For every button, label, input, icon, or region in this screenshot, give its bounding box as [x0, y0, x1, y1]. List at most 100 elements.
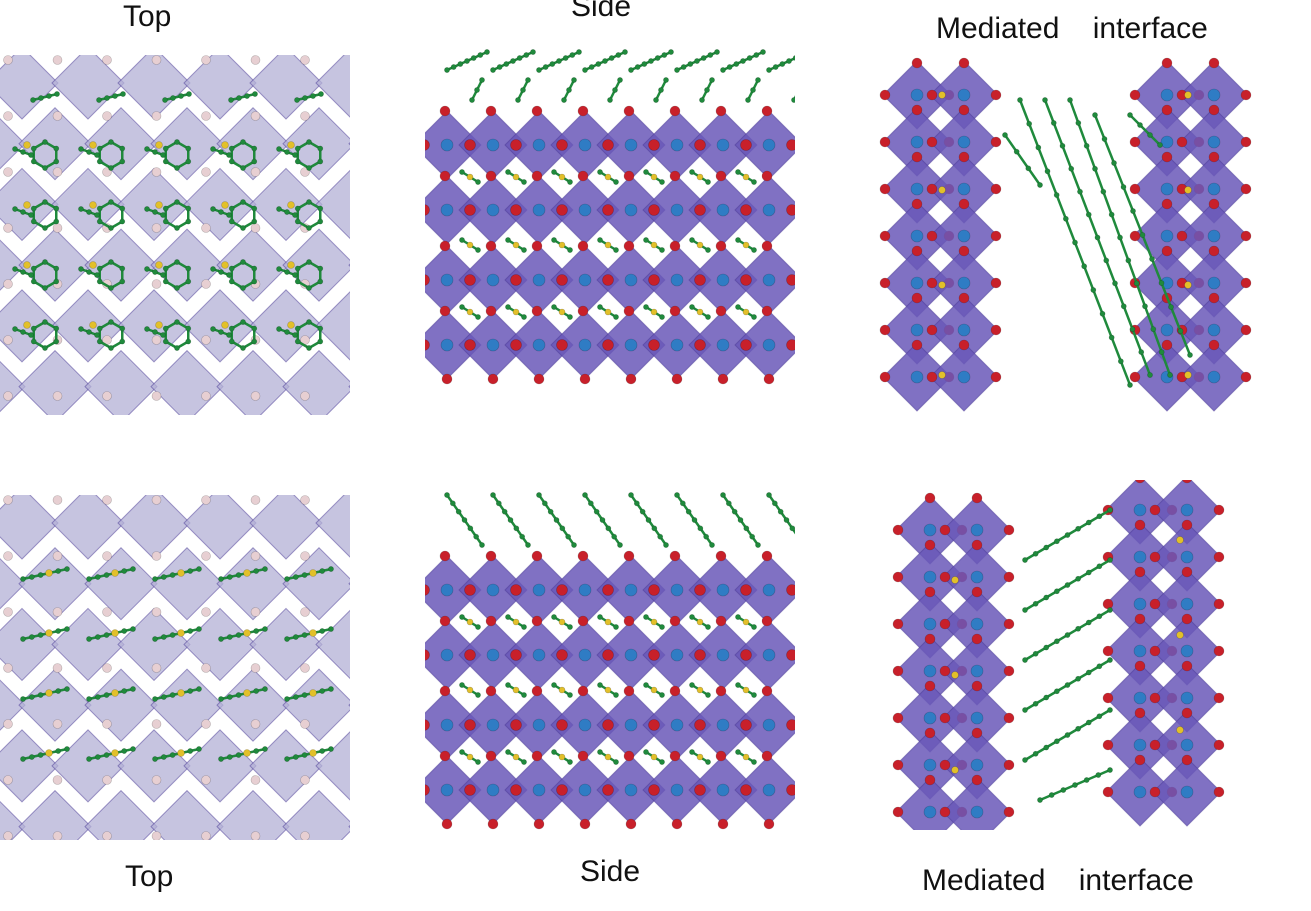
carbon-atom [121, 748, 128, 754]
metal-atom [957, 323, 971, 337]
metal-atom [1133, 503, 1147, 517]
oxygen-atom [1208, 339, 1220, 351]
carbon-atom [119, 338, 126, 345]
carbon-atom [218, 576, 224, 582]
carbon-atom [12, 146, 18, 152]
metal-atom [910, 182, 924, 196]
carbon-atom [707, 52, 714, 58]
carbon-atom [94, 212, 100, 218]
carbon-atom [495, 500, 502, 507]
oxygen-atom [786, 649, 795, 661]
oxygen-atom [715, 305, 727, 317]
metal-atom [910, 229, 924, 243]
oxygen-atom [761, 305, 773, 317]
carbon-atom [659, 759, 665, 765]
carbon-atom [1138, 349, 1145, 355]
corner-atom [3, 831, 13, 840]
oxygen-atom [623, 550, 635, 562]
oxygen-atom [425, 784, 430, 796]
carbon-atom [735, 237, 741, 243]
octahedron [84, 349, 158, 415]
carbon-atom [467, 525, 474, 532]
carbon-atom [292, 212, 298, 218]
carbon-atom [210, 326, 216, 332]
octahedron [84, 107, 158, 181]
metal-atom [578, 338, 592, 352]
caption-side-1: Side [571, 0, 632, 23]
oxygen-atom [577, 105, 589, 117]
carbon-atom [750, 87, 756, 93]
carbon-atom [86, 636, 92, 642]
caption-top-2: Top [125, 860, 174, 893]
carbon-atom [643, 237, 649, 243]
carbon-atom [611, 533, 618, 540]
carbon-atom [1013, 148, 1020, 155]
carbon-atom [178, 93, 184, 99]
metal-atom [532, 338, 546, 352]
oxygen-atom [1213, 598, 1225, 610]
oxygen-atom [1003, 571, 1015, 583]
octahedron [183, 495, 257, 560]
carbon-atom [37, 752, 44, 758]
carbon-atom [505, 169, 511, 175]
carbon-atom [1092, 165, 1098, 172]
oxygen-atom [1149, 692, 1161, 704]
metal-atom [440, 718, 454, 732]
carbon-atom [1112, 280, 1118, 287]
carbon-atom [302, 95, 308, 101]
oxygen-atom [1149, 739, 1161, 751]
carbon-atom [1060, 787, 1067, 793]
corner-atom [201, 391, 211, 401]
carbon-atom [1099, 310, 1106, 317]
carbon-atom [633, 500, 640, 507]
oxygen-atom [510, 139, 522, 151]
oxygen-atom [485, 105, 497, 117]
carbon-atom [521, 179, 527, 185]
sulfur-atom [287, 201, 295, 209]
oxygen-atom [990, 324, 1002, 336]
carbon-atom [553, 517, 560, 523]
carbon-atom [551, 614, 557, 620]
oxygen-atom [1134, 519, 1146, 531]
carbon-atom [20, 329, 26, 335]
metal-atom [716, 648, 730, 662]
oxygen-atom [694, 649, 706, 661]
sulfur-atom [309, 569, 317, 577]
sulfur-atom [1176, 726, 1184, 734]
metal-atom [923, 805, 937, 819]
corner-atom [52, 391, 63, 401]
oxygen-atom [1181, 754, 1193, 766]
carbon-atom [240, 319, 246, 325]
carbon-atom [607, 97, 613, 103]
carbon-atom [144, 266, 150, 272]
corner-atom [151, 831, 162, 840]
carbon-atom [559, 525, 566, 532]
carbon-atom [551, 749, 557, 755]
carbon-atom [53, 278, 60, 285]
metal-atom [624, 203, 638, 217]
carbon-atom [1053, 538, 1060, 545]
carbon-atom [284, 576, 290, 582]
metal-atom [970, 617, 984, 631]
carbon-atom [276, 326, 282, 332]
oxygen-atom [892, 571, 904, 583]
oxygen-atom [510, 784, 522, 796]
octahedron [150, 349, 224, 415]
metal-atom [970, 570, 984, 584]
carbon-atom [639, 508, 646, 515]
carbon-atom [284, 636, 290, 642]
oxygen-atom [577, 240, 589, 252]
sulfur-atom [111, 629, 119, 637]
carbon-atom [130, 686, 136, 692]
carbon-atom [251, 265, 258, 272]
carbon-atom [174, 285, 180, 291]
oxygen-atom [924, 727, 936, 739]
carbon-atom [1100, 188, 1107, 195]
carbon-atom [20, 696, 26, 702]
oxygen-atom [740, 204, 752, 216]
oxygen-atom [1102, 692, 1114, 704]
carbon-atom [28, 694, 35, 700]
metal-atom [1160, 229, 1174, 243]
oxygen-atom [464, 649, 476, 661]
carbon-atom [54, 91, 60, 97]
